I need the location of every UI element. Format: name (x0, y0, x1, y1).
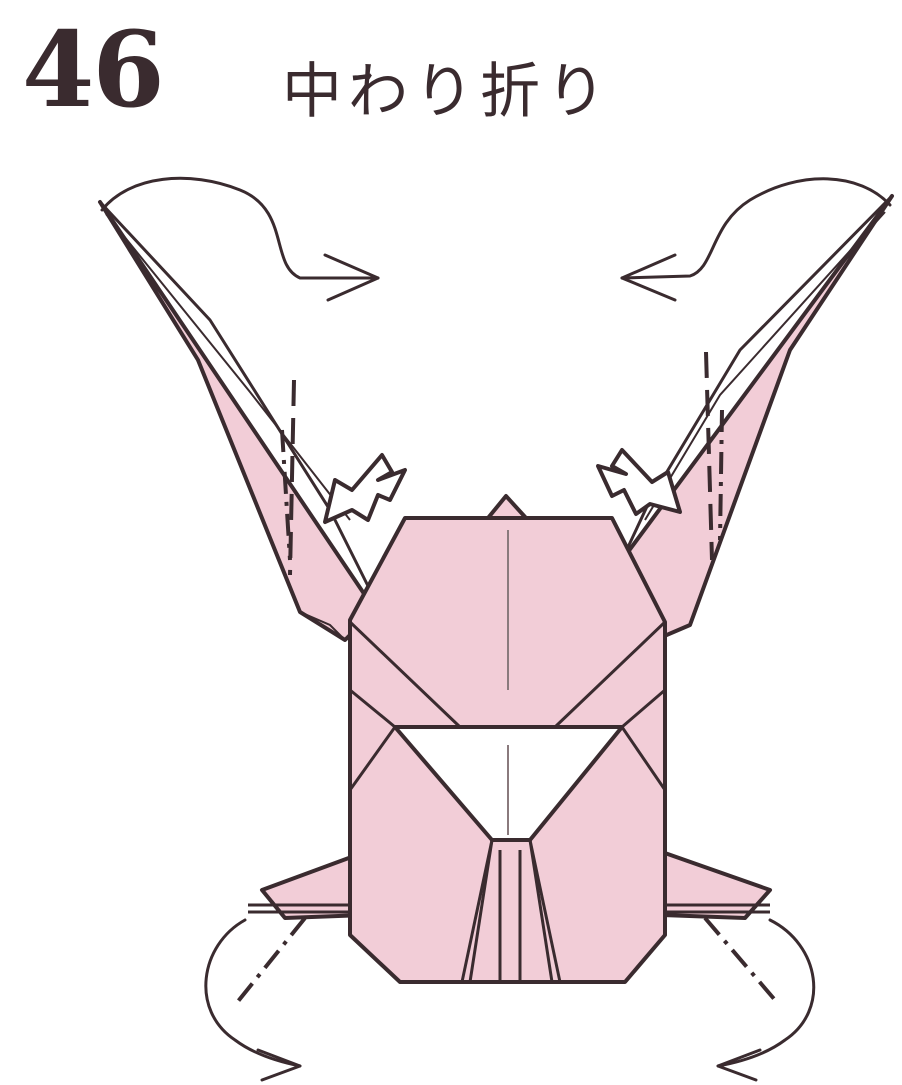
left-leg-fold-line (233, 916, 307, 1007)
step-number: 46 (22, 8, 165, 131)
right-leg-arrow-icon (716, 918, 816, 1082)
left-valley-line (288, 379, 296, 576)
right-curved-arrow-icon (620, 177, 892, 302)
left-horn (98, 200, 377, 642)
right-horn (620, 194, 894, 642)
right-leg (660, 850, 772, 920)
right-valley-line (704, 351, 714, 561)
step-caption: 中わり折り (282, 57, 612, 127)
right-mountain-line (718, 409, 724, 541)
left-mountain-line (280, 429, 292, 561)
right-leg-fold-line (703, 916, 777, 1002)
left-leg (248, 850, 367, 920)
left-push-arrow-icon (323, 453, 407, 524)
left-curved-arrow-icon (100, 176, 380, 302)
beetle-body (348, 516, 667, 984)
right-push-arrow-icon (596, 448, 682, 516)
left-leg-arrow-icon (204, 918, 302, 1082)
head-tip (486, 494, 528, 520)
